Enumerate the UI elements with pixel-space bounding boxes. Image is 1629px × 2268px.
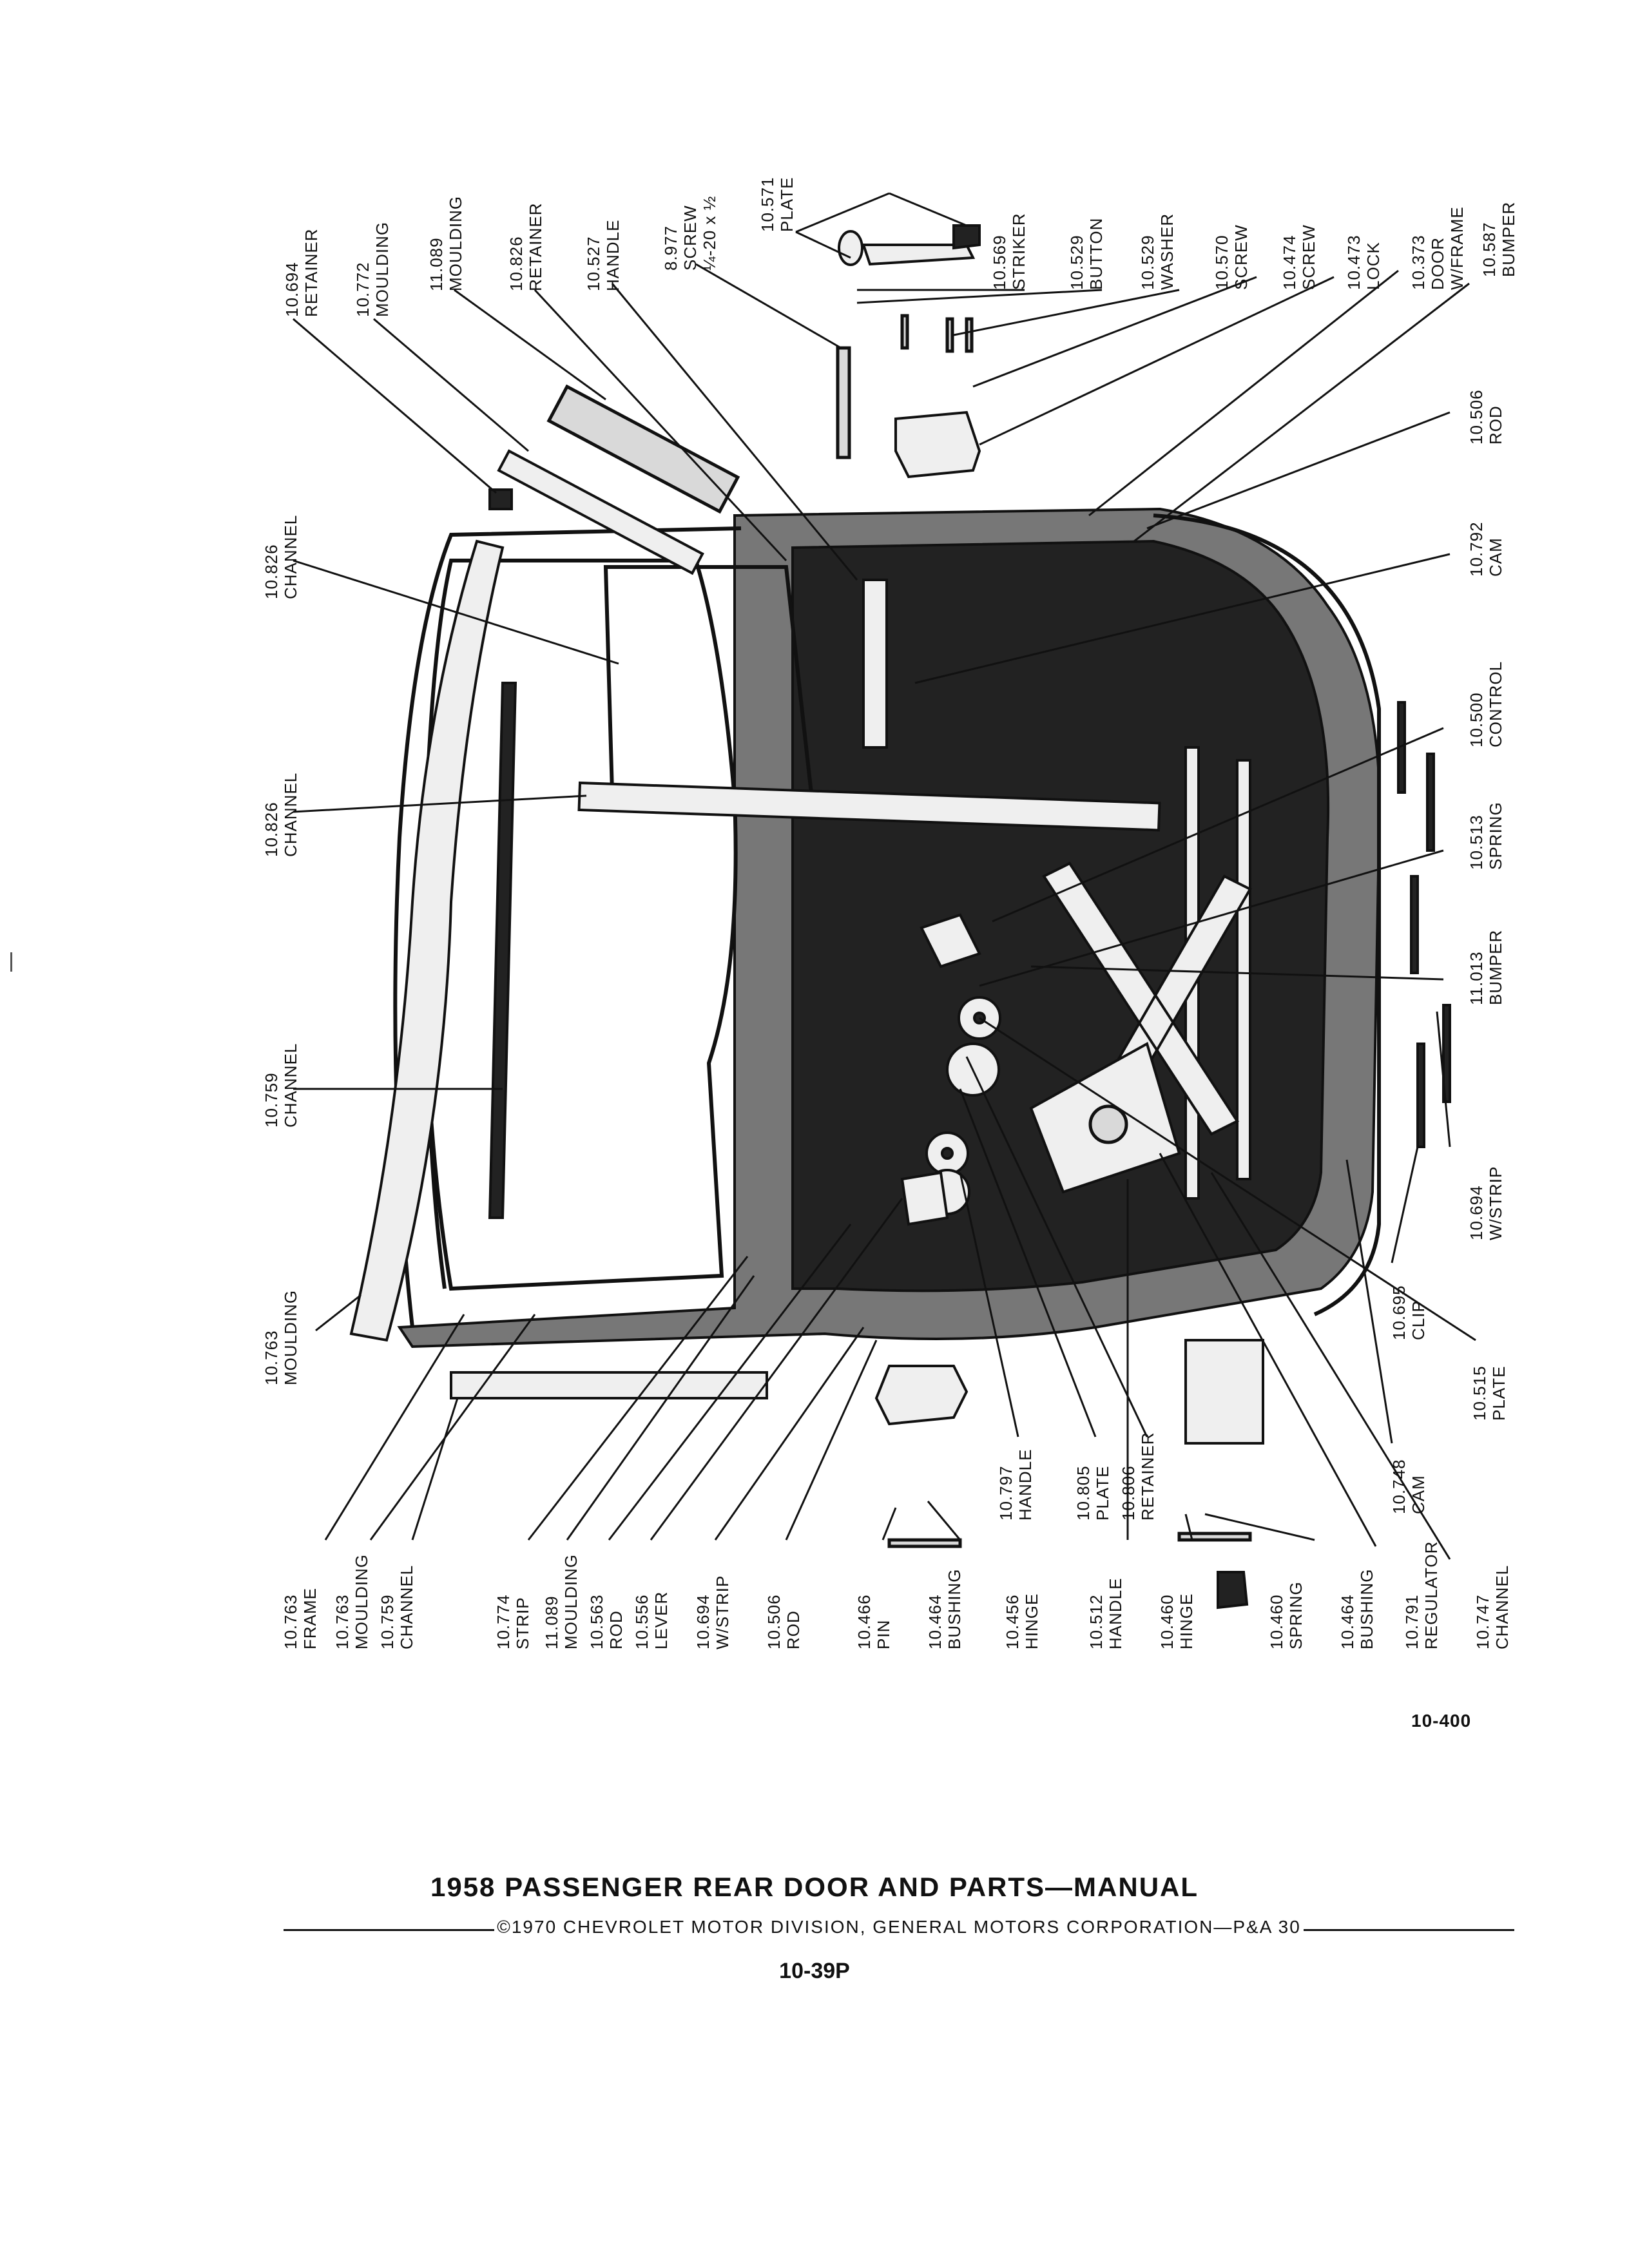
hinge-pin (887, 1538, 962, 1548)
part-label: 10.500CONTROL (1467, 661, 1505, 747)
part-label: 10.513SPRING (1467, 802, 1505, 870)
push-button (838, 230, 863, 266)
part-label: 10.460HINGE (1157, 1593, 1196, 1649)
part-label: 10.474SCREW (1280, 224, 1318, 290)
part-label: 10.695CLIP (1389, 1285, 1428, 1340)
part-label: 11.013BUMPER (1467, 930, 1505, 1005)
copyright-line: ©1970 CHEVROLET MOTOR DIVISION, GENERAL … (284, 1917, 1515, 1937)
part-label: 10.512HANDLE (1086, 1578, 1125, 1649)
hinge-spring (1217, 1571, 1249, 1610)
part-label: 10.826CHANNEL (262, 515, 300, 599)
part-label: 10.570SCREW (1212, 224, 1251, 290)
part-label: 10.759CHANNEL (262, 1043, 300, 1128)
screw-3 (965, 317, 974, 353)
part-label: 11.089MOULDING (427, 196, 465, 291)
part-label: 10.563ROD (587, 1594, 626, 1649)
figure-number: 10-400 (1411, 1711, 1472, 1731)
part-label: 10.826RETAINER (506, 202, 545, 291)
part-label: 10.515PLATE (1470, 1365, 1509, 1421)
lever-arm (900, 1171, 949, 1226)
part-label: 8.977SCREW¼-20 x ½ (661, 196, 719, 271)
belt-moulding-inner (546, 384, 740, 514)
belt-moulding (497, 449, 704, 575)
part-label: 10.464BUSHING (925, 1569, 964, 1649)
part-label: 10.456HINGE (1003, 1593, 1041, 1649)
part-label: 10.805PLATE (1074, 1465, 1112, 1521)
part-label: 10.466PIN (854, 1594, 893, 1649)
cam-disc-2-hub (941, 1147, 954, 1160)
outer-moulding-strip (349, 539, 505, 1342)
bumper-strip-5 (1442, 1004, 1451, 1103)
rule-right (1303, 1928, 1515, 1931)
channel-bar-right-2 (1236, 759, 1251, 1180)
part-label: 10.747CHANNEL (1473, 1565, 1512, 1649)
part-label: 10.806RETAINER (1119, 1432, 1157, 1521)
rear-glass-channel (862, 579, 888, 749)
part-label: 10.748CAM (1389, 1459, 1428, 1514)
part-label: 10.373DOORW/FRAME (1409, 206, 1467, 290)
part-label: 10.759CHANNEL (378, 1565, 416, 1649)
part-label: 10.694W/STRIP (693, 1575, 732, 1649)
part-label: 10.587BUMPER (1480, 202, 1518, 277)
part-label: 10.763FRAME (281, 1588, 320, 1649)
door-lock-housing (894, 410, 981, 479)
inner-channel-strip (488, 682, 517, 1219)
part-label: 10.763MOULDING (262, 1290, 300, 1385)
retainer-clip (488, 488, 513, 510)
bumper-strip-4 (1416, 1043, 1425, 1148)
part-label: 10.506ROD (764, 1594, 803, 1649)
part-label: 10.529WASHER (1138, 213, 1177, 290)
part-label: 11.089MOULDING (542, 1554, 581, 1649)
part-label: 10.529BUTTON (1067, 218, 1106, 290)
page-title: 1958 PASSENGER REAR DOOR AND PARTS—MANUA… (430, 1872, 1199, 1902)
regulator-pivot (1088, 1104, 1128, 1144)
page-number: 10-39P (779, 1959, 850, 1983)
copyright-text: ©1970 CHEVROLET MOTOR DIVISION, GENERAL … (497, 1917, 1301, 1937)
door-assembly-illustration (349, 224, 1451, 1610)
part-label: 10.797HANDLE (996, 1449, 1035, 1521)
part-labels: 10.694RETAINER 10.772MOULDING 11.089MOUL… (262, 177, 1518, 1649)
part-label: 10.763MOULDING (333, 1554, 371, 1649)
margin-tick-mark (10, 952, 12, 972)
upper-hinge (874, 1365, 969, 1426)
leader-lines (293, 192, 1476, 1560)
part-label: 10.774STRIP (494, 1594, 532, 1649)
screw-2 (945, 317, 954, 353)
part-label: 10.694W/STRIP (1467, 1166, 1505, 1240)
part-label: 10.473LOCK (1344, 235, 1383, 290)
part-label: 10.791REGULATOR (1402, 1541, 1441, 1649)
part-label: 10.792CAM (1467, 521, 1505, 577)
lower-hinge (1184, 1339, 1264, 1445)
part-label: 10.772MOULDING (353, 222, 392, 317)
part-label: 10.460SPRING (1267, 1581, 1306, 1649)
striker-plate (952, 224, 981, 250)
part-label: 10.527HANDLE (584, 220, 622, 291)
part-label: 10.464BUSHING (1338, 1569, 1376, 1649)
hinge-pin-2 (1177, 1532, 1252, 1542)
bumper-strip-2 (1426, 753, 1435, 852)
part-label: 10.569STRIKER (990, 213, 1028, 290)
inside-handle-rod (836, 346, 851, 459)
part-label: 10.506ROD (1467, 389, 1505, 445)
rule-left (284, 1928, 495, 1931)
part-label: 10.694RETAINER (282, 228, 321, 317)
control-bracket (920, 913, 981, 968)
screw-1 (900, 314, 909, 350)
outside-handle (862, 244, 976, 266)
part-label: 10.571PLATE (758, 177, 796, 232)
bottom-sill-strip (450, 1371, 768, 1399)
curved-weatherstrip (1153, 514, 1381, 1316)
bumper-strip-3 (1410, 875, 1419, 974)
part-label: 10.556LEVER (632, 1591, 671, 1649)
part-label: 10.826CHANNEL (262, 773, 300, 857)
